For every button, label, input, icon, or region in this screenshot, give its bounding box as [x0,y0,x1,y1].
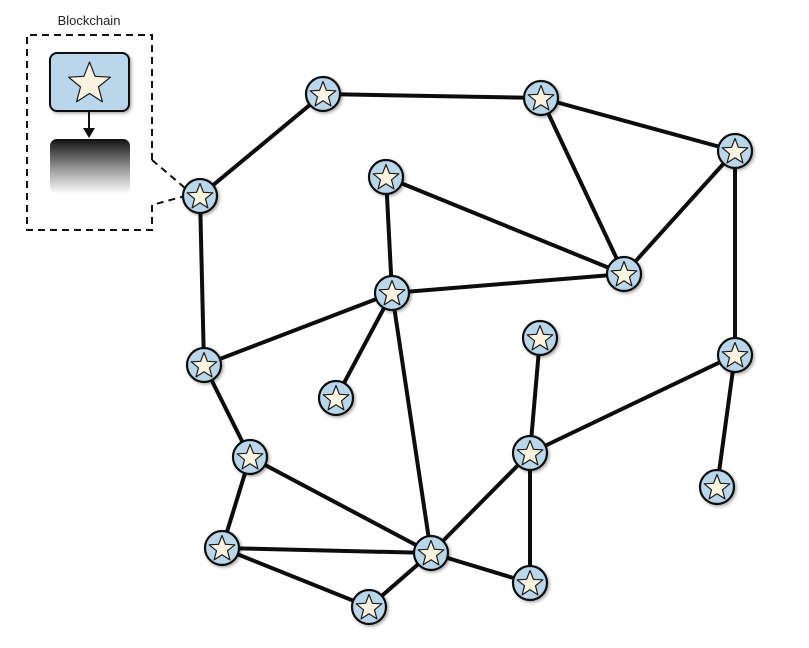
node-P [511,564,549,602]
edge-M-N [220,546,371,609]
edge-H-K [390,291,433,555]
node-K [412,534,450,572]
edge-A-B [321,92,543,100]
edge-O-F [528,353,737,455]
node-N [350,588,388,626]
star-node-icon [309,80,337,107]
block-box [49,52,130,112]
edge-G-E [384,175,626,276]
edge-G-H [384,175,394,295]
star-node-icon [236,443,264,470]
node-A [304,75,342,113]
node-L [231,438,269,476]
node-F [716,336,754,374]
star-node-icon [721,137,749,164]
edge-K-O [429,451,532,555]
node-H [373,274,411,312]
star-node-icon [516,439,544,466]
star-node-icon [372,163,400,190]
node-G [367,158,405,196]
edge-B-E [539,96,626,276]
edge-H-I [202,291,394,367]
edge-M-K [220,546,433,555]
star-node-icon [703,473,731,500]
node-E [605,255,643,293]
edge-A-C [198,92,325,198]
node-O [511,434,549,472]
star-node-icon [526,324,554,351]
edge-H-J [334,291,394,400]
node-R [698,468,736,506]
star-node-icon [322,384,350,411]
edge-O-Q [528,336,542,455]
node-Q [521,319,559,357]
edge-H-E [390,272,626,295]
node-C [181,177,219,215]
edge-F-R [715,353,737,489]
node-I [185,346,223,384]
node-J [317,379,355,417]
callout-outline [26,34,186,231]
edge-C-I [198,194,206,367]
star-node-icon [186,182,214,209]
star-node-icon [721,341,749,368]
edge-D-E [622,149,737,276]
edge-B-D [539,96,737,153]
network-nodes [181,75,754,626]
edge-L-K [248,455,433,555]
node-D [716,132,754,170]
gradient-block-icon [50,139,130,194]
star-node-icon [378,279,406,306]
node-B [522,79,560,117]
star-node-icon [417,539,445,566]
network-edges [198,92,737,609]
star-node-icon [355,593,383,620]
star-block-icon [67,61,112,103]
arrow-head-icon [83,128,95,138]
blockchain-legend: Blockchain [26,13,186,231]
star-node-icon [516,569,544,596]
star-node-icon [527,84,555,111]
star-node-icon [610,260,638,287]
star-node-icon [190,351,218,378]
legend-title: Blockchain [58,13,121,28]
node-M [203,529,241,567]
star-node-icon [208,534,236,561]
